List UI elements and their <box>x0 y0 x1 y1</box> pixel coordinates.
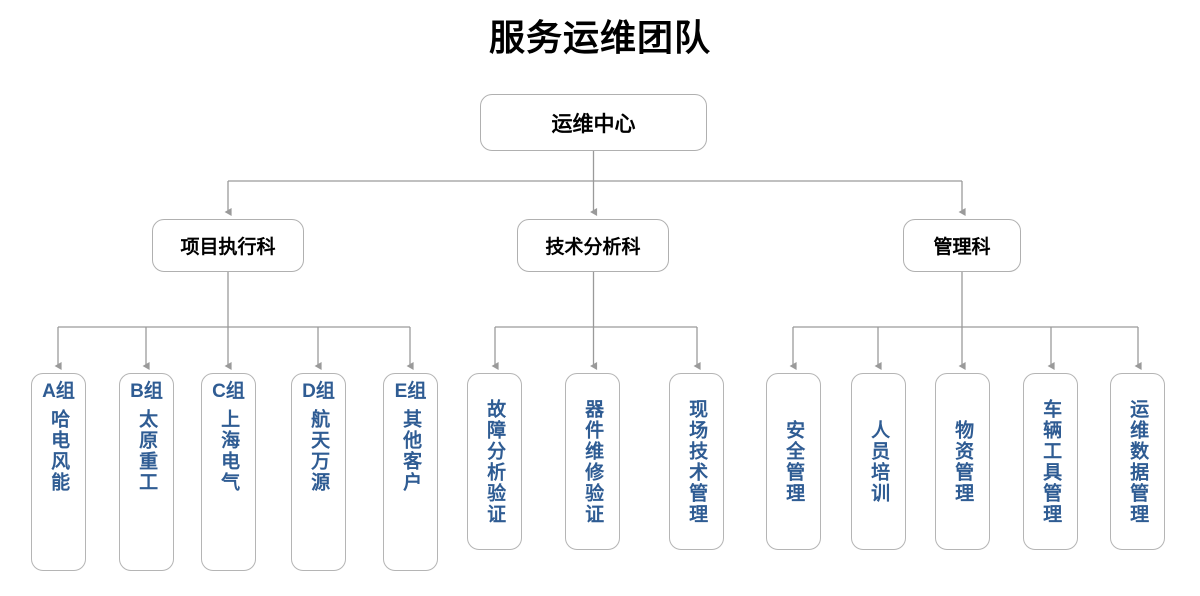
node-mgmt-personnel-training[interactable]: 人员培训 <box>851 373 906 550</box>
function-label: 物资管理 <box>952 419 974 504</box>
group-customer: 哈电风能 <box>48 408 70 493</box>
node-tech-component-repair[interactable]: 器件维修验证 <box>565 373 620 550</box>
group-code: B组 <box>130 381 163 402</box>
function-label: 故障分析验证 <box>484 398 506 525</box>
node-dept-project-execution[interactable]: 项目执行科 <box>152 219 304 272</box>
node-label: 技术分析科 <box>545 237 641 258</box>
group-customer: 太原重工 <box>136 408 158 493</box>
node-dept-technical-analysis[interactable]: 技术分析科 <box>517 219 669 272</box>
group-customer: 航天万源 <box>308 408 330 493</box>
group-code: E组 <box>394 381 427 402</box>
node-root-operations-center[interactable]: 运维中心 <box>480 94 707 151</box>
node-mgmt-materials[interactable]: 物资管理 <box>935 373 990 550</box>
node-mgmt-safety[interactable]: 安全管理 <box>766 373 821 550</box>
function-label: 安全管理 <box>783 419 805 504</box>
function-label: 运维数据管理 <box>1127 398 1149 525</box>
node-group-e[interactable]: E组 其他客户 <box>383 373 438 571</box>
node-label: 管理科 <box>933 237 991 258</box>
node-group-a[interactable]: A组 哈电风能 <box>31 373 86 571</box>
node-label: 项目执行科 <box>180 237 276 258</box>
node-group-d[interactable]: D组 航天万源 <box>291 373 346 571</box>
group-code: C组 <box>212 381 245 402</box>
function-label: 人员培训 <box>868 419 890 504</box>
node-mgmt-ops-data[interactable]: 运维数据管理 <box>1110 373 1165 550</box>
node-tech-onsite-management[interactable]: 现场技术管理 <box>669 373 724 550</box>
node-group-c[interactable]: C组 上海电气 <box>201 373 256 571</box>
node-mgmt-vehicle-tools[interactable]: 车辆工具管理 <box>1023 373 1078 550</box>
node-label: 运维中心 <box>551 112 636 136</box>
group-customer: 其他客户 <box>400 408 422 493</box>
group-customer: 上海电气 <box>218 408 240 493</box>
function-label: 器件维修验证 <box>582 398 604 525</box>
function-label: 车辆工具管理 <box>1040 398 1062 525</box>
node-group-b[interactable]: B组 太原重工 <box>119 373 174 571</box>
node-tech-fault-analysis[interactable]: 故障分析验证 <box>467 373 522 550</box>
function-label: 现场技术管理 <box>686 398 708 525</box>
group-code: D组 <box>302 381 335 402</box>
group-code: A组 <box>42 381 75 402</box>
node-dept-management[interactable]: 管理科 <box>903 219 1021 272</box>
page-title: 服务运维团队 <box>488 17 711 58</box>
